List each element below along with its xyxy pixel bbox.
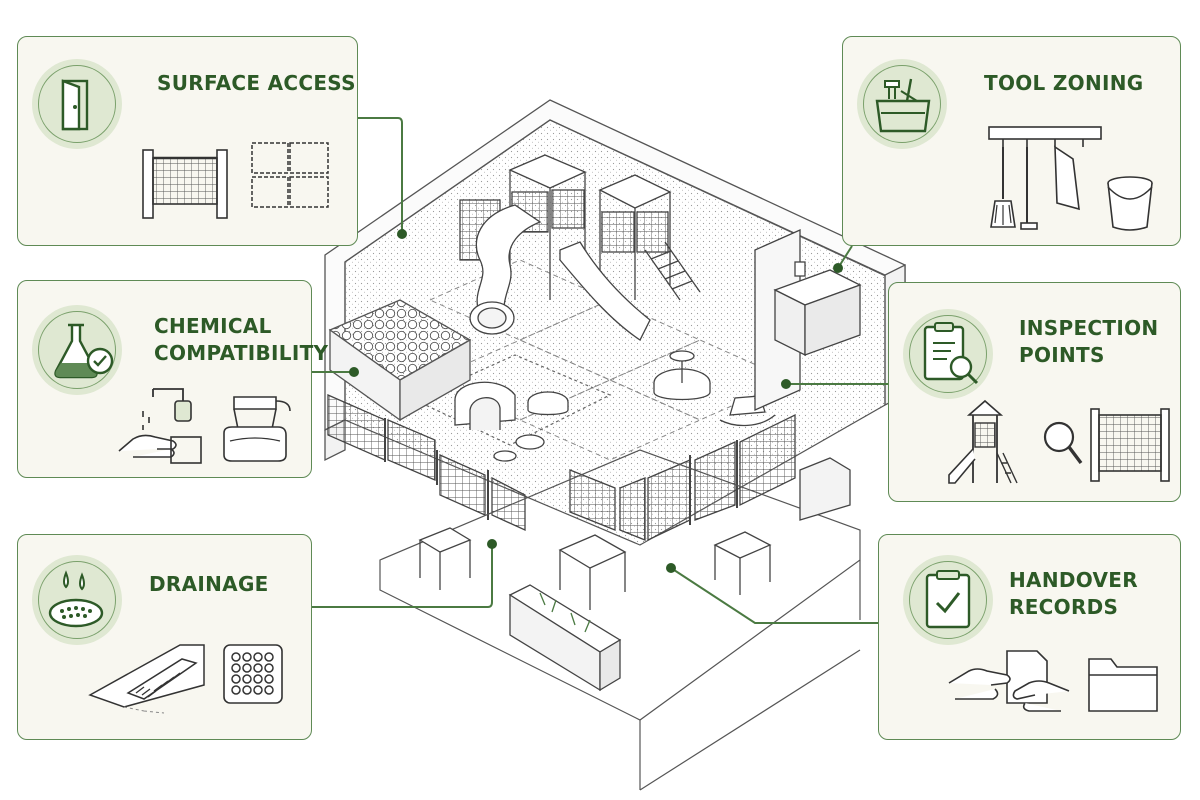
- soft-play-blocks: [454, 381, 569, 462]
- bucket-sponge-icon: [223, 396, 291, 462]
- folder-icon: [1088, 658, 1158, 712]
- channel-drain-icon: [88, 644, 205, 714]
- spinner-toy: [653, 350, 711, 401]
- connector-dots: [349, 229, 843, 573]
- grate-icon: [223, 644, 283, 704]
- callout-inspection-points: INSPECTION POINTS: [888, 282, 1181, 502]
- playset-icon: [948, 399, 1018, 484]
- drain-droplets-icon: [48, 570, 104, 628]
- callout-surface-access: SURFACE ACCESS: [17, 36, 358, 246]
- callout-title: INSPECTION POINTS: [1019, 316, 1159, 367]
- callout-drainage: DRAINAGE: [17, 534, 312, 740]
- fence-panel-icon: [142, 149, 228, 219]
- fence-panel-icon: [1090, 408, 1170, 482]
- front-fence: [327, 394, 796, 542]
- callout-handover-records: HANDOVER RECORDS: [878, 534, 1181, 740]
- callout-title: TOOL ZONING: [984, 71, 1144, 95]
- clipboard-magnifier-icon: [923, 322, 979, 385]
- bucket-icon: [1107, 176, 1153, 231]
- connector-lines: [312, 117, 888, 624]
- wave-slide: [559, 241, 651, 341]
- planter: [508, 584, 622, 692]
- door-icon: [61, 79, 89, 131]
- kitchenette: [754, 228, 862, 521]
- callout-tool-zoning: TOOL ZONING: [842, 36, 1181, 246]
- clipboard-check-icon: [925, 570, 971, 629]
- tube-slide: [469, 204, 542, 335]
- caddy-icon: [875, 78, 931, 133]
- callout-chemical-compatibility: CHEMICAL COMPATIBILITY: [17, 280, 328, 478]
- callout-title: CHEMICAL COMPATIBILITY: [154, 314, 329, 365]
- foam-tiles-icon: [251, 142, 329, 208]
- tables: [418, 527, 772, 610]
- ball-pit: [328, 299, 472, 422]
- callout-title: DRAINAGE: [149, 572, 269, 596]
- handwash-station-icon: [118, 388, 202, 464]
- dining-area: [379, 449, 861, 791]
- hanging-tools-icon: [988, 126, 1102, 230]
- flask-check-icon: [54, 323, 114, 379]
- magnifier-icon: [1043, 421, 1083, 465]
- callout-title: HANDOVER RECORDS: [1009, 568, 1138, 619]
- ladder: [644, 241, 701, 301]
- callout-title: SURFACE ACCESS: [157, 71, 356, 95]
- climbing-frame: [459, 154, 672, 300]
- hands-passing-document-icon: [948, 650, 1070, 712]
